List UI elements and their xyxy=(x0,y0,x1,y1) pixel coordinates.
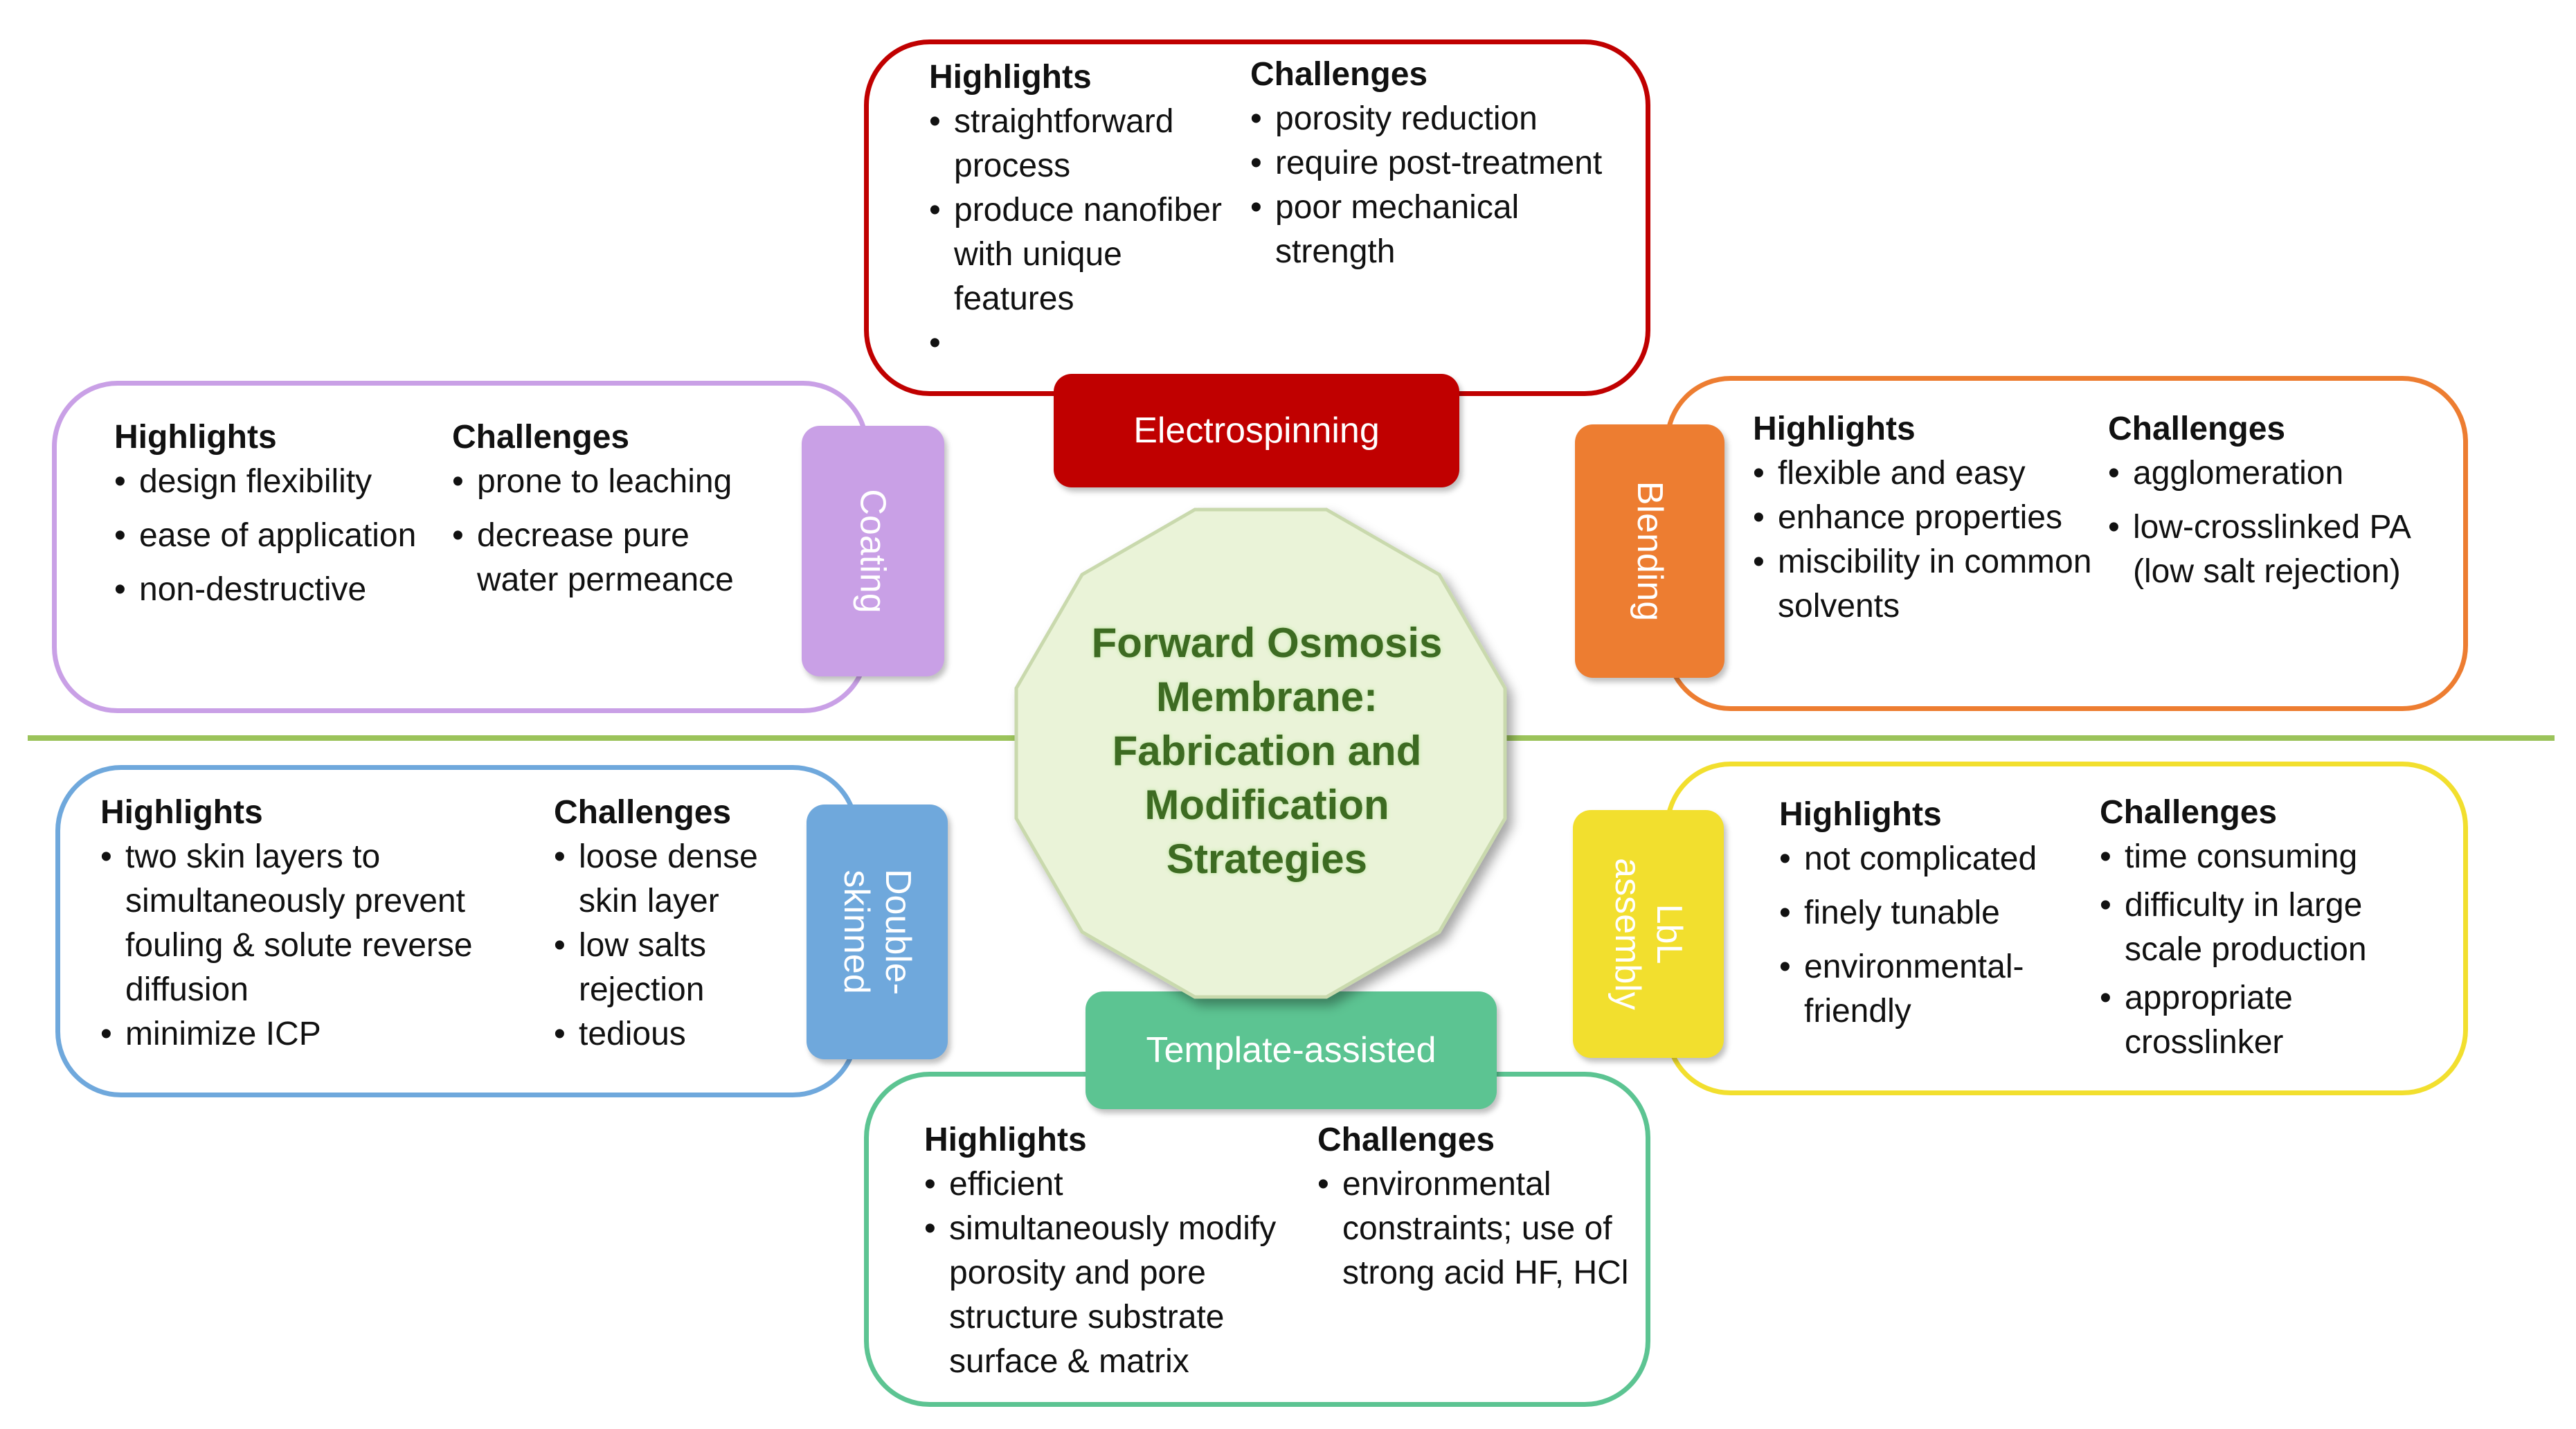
list-item: difficulty in large scale production xyxy=(2100,883,2404,972)
list-item: low-crosslinked PA (low salt rejection) xyxy=(2108,505,2426,594)
electrospinning-label: Electrospinning xyxy=(1133,411,1380,451)
challenges-heading: Challenges xyxy=(1250,56,1428,93)
center-title: Forward Osmosis Membrane: Fabrication an… xyxy=(1091,620,1443,882)
coating-challenges: Challenges prone to leaching decrease pur… xyxy=(452,415,757,602)
highlights-list: straightforward processproduce nanofiber… xyxy=(929,100,1227,366)
list-item: two skin layers to simultaneously preven… xyxy=(100,835,516,1012)
highlights-list: not complicated finely tunable environment… xyxy=(1779,837,2070,1034)
double-skinned-label: Double-skinned xyxy=(836,868,918,996)
list-item: poor mechanical strength xyxy=(1250,186,1638,274)
challenges-list: agglomeration low-crosslinked PA (low sal… xyxy=(2108,451,2426,594)
list-item: tedious xyxy=(554,1012,782,1057)
electrospinning-challenges: Challenges porosity reductionrequire pos… xyxy=(1250,53,1638,274)
list-item: appropriate crosslinker xyxy=(2100,976,2404,1065)
template-challenges: Challenges environmental constraints; us… xyxy=(1317,1118,1629,1295)
challenges-heading: Challenges xyxy=(2108,411,2286,447)
blending-label: Blending xyxy=(1629,480,1670,622)
challenges-list: porosity reductionrequire post-treatment… xyxy=(1250,97,1638,274)
highlights-heading: Highlights xyxy=(929,59,1092,96)
lbl-challenges: Challenges time consumingdifficulty in l… xyxy=(2100,791,2404,1065)
template-label: Template-assisted xyxy=(1146,1030,1436,1070)
blending-challenges: Challenges agglomeration low-crosslinked … xyxy=(2108,407,2426,594)
list-item: not complicated xyxy=(1779,837,2070,881)
challenges-heading: Challenges xyxy=(1317,1122,1495,1158)
list-item: efficient xyxy=(924,1162,1312,1207)
coating-label: Coating xyxy=(852,489,893,613)
list-item: require post-treatment xyxy=(1250,141,1638,186)
highlights-heading: Highlights xyxy=(1753,411,1916,447)
list-item: time consuming xyxy=(2100,835,2404,879)
list-item: minimize ICP xyxy=(100,1012,516,1057)
list-item: ease of application xyxy=(114,514,440,558)
list-item: environmental-friendly xyxy=(1779,945,2070,1034)
blending-highlights: Highlights flexible and easyenhance prop… xyxy=(1753,407,2099,629)
list-item: design flexibility xyxy=(114,460,440,504)
double-skinned-challenges: Challenges loose dense skin layerlow sal… xyxy=(554,791,782,1057)
template-highlights: Highlights efficientsimultaneously modif… xyxy=(924,1118,1312,1384)
coating-highlights: Highlights design flexibility ease of app… xyxy=(114,415,440,612)
highlights-heading: Highlights xyxy=(1779,796,1942,833)
list-item: produce nanofiber with unique features xyxy=(929,188,1227,321)
challenges-heading: Challenges xyxy=(2100,794,2278,831)
highlights-list: two skin layers to simultaneously preven… xyxy=(100,835,516,1057)
list-item: finely tunable xyxy=(1779,891,2070,935)
highlights-list: design flexibility ease of application non… xyxy=(114,460,440,612)
list-item: miscibility in common solvents xyxy=(1753,540,2099,629)
highlights-heading: Highlights xyxy=(100,794,263,831)
list-item: porosity reduction xyxy=(1250,97,1638,141)
list-item: enhance properties xyxy=(1753,496,2099,540)
highlights-heading: Highlights xyxy=(114,419,277,456)
challenges-list: prone to leaching decrease pure water per… xyxy=(452,460,757,602)
lbl-highlights: Highlights not complicated finely tunable… xyxy=(1779,793,2070,1034)
highlights-heading: Highlights xyxy=(924,1122,1087,1158)
list-item: non-destructive xyxy=(114,568,440,612)
list-item: environmental constraints; use of strong… xyxy=(1317,1162,1629,1295)
challenges-heading: Challenges xyxy=(554,794,732,831)
list-item: prone to leaching xyxy=(452,460,757,504)
list-item: decrease pure water permeance xyxy=(452,514,757,602)
list-item: low salts rejection xyxy=(554,924,782,1012)
list-item: simultaneously modify porosity and pore … xyxy=(924,1207,1312,1384)
double-skinned-tab[interactable]: Double-skinned xyxy=(807,805,948,1059)
list-item: loose dense skin layer xyxy=(554,835,782,924)
blending-tab[interactable]: Blending xyxy=(1575,424,1724,678)
double-skinned-highlights: Highlights two skin layers to simultaneo… xyxy=(100,791,516,1057)
challenges-list: loose dense skin layerlow salts rejectio… xyxy=(554,835,782,1057)
challenges-list: environmental constraints; use of strong… xyxy=(1317,1162,1629,1295)
template-tab[interactable]: Template-assisted xyxy=(1086,991,1497,1109)
challenges-heading: Challenges xyxy=(452,419,630,456)
list-item: flexible and easy xyxy=(1753,451,2099,496)
coating-tab[interactable]: Coating xyxy=(802,426,944,676)
electrospinning-highlights: Highlights straightforward processproduc… xyxy=(929,55,1227,366)
challenges-list: time consumingdifficulty in large scale … xyxy=(2100,835,2404,1065)
highlights-list: efficientsimultaneously modify porosity … xyxy=(924,1162,1312,1384)
electrospinning-tab[interactable]: Electrospinning xyxy=(1054,374,1459,487)
highlights-list: flexible and easyenhance propertiesmisci… xyxy=(1753,451,2099,629)
list-item: straightforward process xyxy=(929,100,1227,188)
list-item: agglomeration xyxy=(2108,451,2426,496)
